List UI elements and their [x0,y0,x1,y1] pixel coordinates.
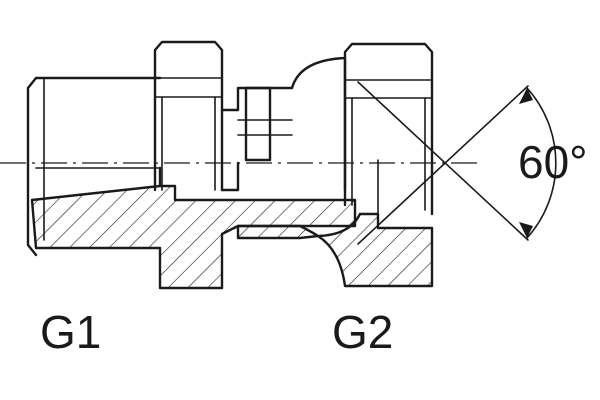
left-hex-nut [153,40,224,192]
section-swivel-nut [236,224,320,240]
neck-with-slots [220,86,294,192]
thread-label-g2: G2 [332,306,393,358]
thread-label-g1: G1 [40,306,101,358]
arrow-head-bottom [519,222,533,238]
angle-label: 60° [518,136,588,188]
right-hex-nut [343,42,434,216]
angle-arc [526,87,557,239]
arrow-head-top [519,88,533,104]
section-right-nut [316,212,434,288]
cone-angle-lines [357,81,557,245]
swivel-dome [290,56,347,207]
